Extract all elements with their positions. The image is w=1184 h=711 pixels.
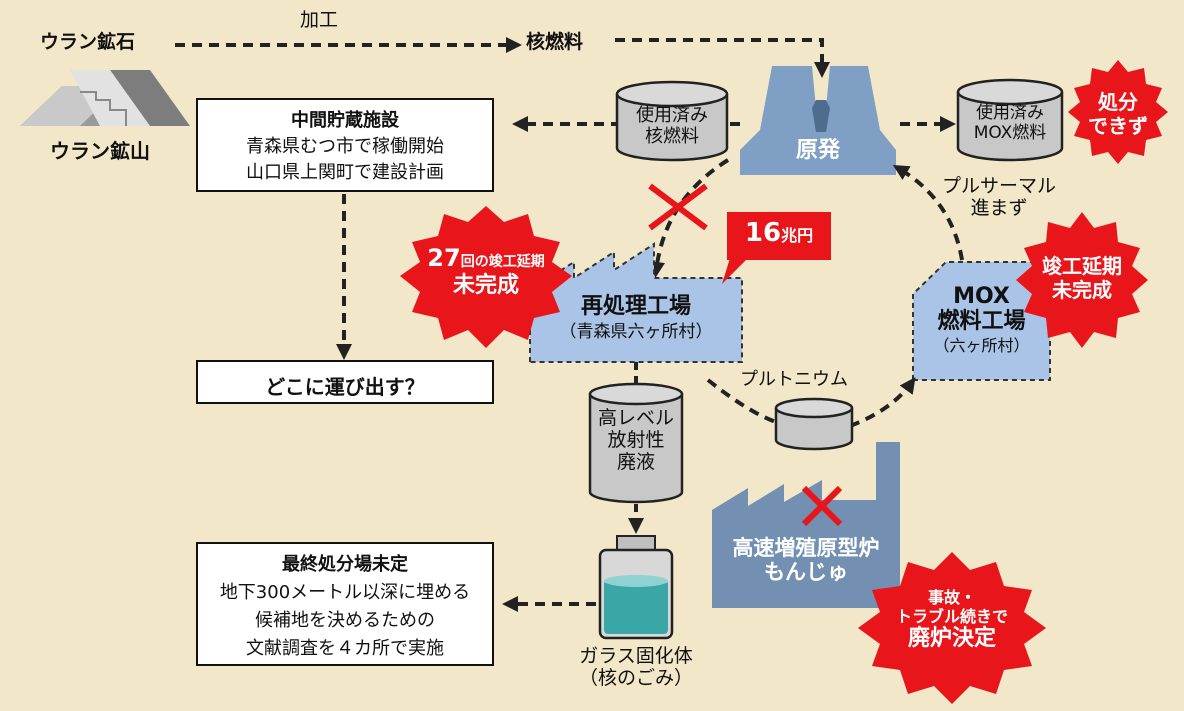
monju-cancel-x-icon	[801, 485, 843, 527]
final-disposal-title: 最終処分場未定	[282, 554, 408, 575]
spent-fuel-cask-icon	[615, 80, 729, 162]
monju-line1: 高速増殖原型炉	[732, 536, 880, 560]
final-disposal-line3: 文献調査を４カ所で実施	[246, 638, 444, 659]
spent-mox-cask-icon	[956, 78, 1064, 162]
spent-mox-line1: 使用済み	[976, 103, 1044, 123]
reprocessing-delay-label: 27回の竣工延期 未完成	[414, 244, 558, 299]
blocked-x-icon	[648, 183, 708, 231]
mox-delay-line2: 未完成	[1052, 278, 1112, 302]
nuclear-plant-label: 原発	[795, 138, 840, 163]
reprocessing-plant-building	[529, 242, 743, 363]
uranium-ore-label: ウラン鉱石	[40, 31, 136, 53]
reprocessing-delay-burst	[400, 206, 572, 348]
nuclear-fuel-label: 核燃料	[526, 31, 584, 53]
mox-plant-line1: MOX	[953, 284, 1010, 309]
where-to-label: どこに運び出す？	[265, 375, 425, 399]
spent-mox-line2: MOX燃料	[973, 122, 1047, 143]
reprocessing-plant-sub: （青森県六ヶ所村）	[559, 322, 713, 343]
plutonium-cask-icon	[774, 397, 854, 451]
spent-fuel-line1: 使用済み	[636, 105, 708, 126]
monju-label: 高速増殖原型炉 もんじゅ	[712, 536, 900, 584]
cost-unit: 兆円	[781, 226, 814, 245]
cannot-dispose-line2: できず	[1088, 114, 1148, 138]
glass-label: ガラス固化体 （核のごみ）	[556, 645, 716, 690]
hlw-cask-icon	[588, 382, 684, 504]
mox-plant-label: MOX 燃料工場 （六ヶ所村）	[913, 284, 1050, 355]
final-disposal-line1: 地下300メートル以深に埋める	[219, 582, 471, 603]
hlw-line1: 高レベル	[597, 407, 674, 429]
cannot-dispose-burst	[1068, 60, 1168, 164]
final-disposal-line2: 候補地を決めるための	[255, 610, 435, 631]
pluthermal-label: プルサーマル 進まず	[924, 175, 1074, 220]
mox-plant-line2: 燃料工場	[937, 309, 1026, 335]
decommission-line1: 事故・	[927, 588, 976, 607]
delay-status: 未完成	[452, 272, 519, 298]
mox-to-plant-arrow	[892, 164, 964, 261]
spent-fuel-line2: 核燃料	[645, 125, 699, 147]
cost-number: 16	[744, 218, 782, 248]
mox-plant-building	[912, 261, 1051, 381]
interim-storage-title: 中間貯蔵施設	[291, 110, 399, 131]
decommission-line2: トラブル続きで	[895, 607, 1008, 627]
reprocessing-plant-label: 再処理工場 （青森県六ヶ所村）	[530, 294, 742, 343]
mox-delay-label: 竣工延期 未完成	[1026, 254, 1138, 302]
hlw-label: 高レベル 放射性 廃液	[590, 407, 682, 474]
mox-delay-line1: 竣工延期	[1042, 254, 1122, 278]
pluthermal-line1: プルサーマル	[941, 175, 1056, 197]
cannot-dispose-line1: 処分	[1098, 90, 1138, 114]
final-disposal-box: 最終処分場未定 地下300メートル以深に埋める 候補地を決めるための 文献調査を…	[196, 542, 494, 666]
glass-line1: ガラス固化体	[579, 645, 693, 667]
hlw-line2: 放射性	[607, 428, 665, 451]
mox-delay-burst	[1016, 212, 1148, 348]
decommission-burst	[858, 552, 1046, 704]
pluthermal-line2: 進まず	[970, 196, 1028, 219]
cost-callout-box	[722, 212, 831, 284]
where-to-box: どこに運び出す？	[196, 360, 494, 404]
glass-canister-icon	[598, 535, 674, 640]
plutonium-to-mox-arrow	[849, 377, 916, 428]
hlw-line3: 廃液	[616, 450, 655, 473]
glass-line2: （核のごみ）	[578, 666, 693, 689]
cost-callout-label: 16兆円	[727, 218, 831, 249]
interim-storage-box: 中間貯蔵施設 青森県むつ市で稼働開始 山口県上関町で建設計画	[196, 98, 494, 192]
uranium-mine-icon	[20, 70, 190, 126]
processing-label: 加工	[300, 9, 339, 31]
uranium-mine-label: ウラン鉱山	[50, 139, 150, 163]
nuclear-plant-icon	[740, 66, 896, 175]
plutonium-label: プルトニウム	[740, 369, 848, 390]
delay-text: 回の竣工延期	[460, 254, 545, 270]
spent-fuel-label: 使用済み 核燃料	[617, 105, 727, 147]
reprocessing-plant-title: 再処理工場	[580, 294, 691, 319]
cannot-dispose-label: 処分 できず	[1074, 90, 1162, 138]
decommission-line3: 廃炉決定	[907, 626, 996, 652]
fuel-to-plant-arrow	[615, 38, 830, 78]
spent-mox-label: 使用済み MOX燃料	[958, 103, 1062, 143]
delay-count: 27	[427, 244, 461, 272]
mox-plant-sub: （六ヶ所村）	[933, 335, 1030, 355]
decommission-label: 事故・ トラブル続きで 廃炉決定	[862, 588, 1042, 653]
interim-storage-line2: 山口県上関町で建設計画	[246, 162, 444, 183]
monju-line2: もんじゅ	[764, 560, 848, 585]
interim-storage-line1: 青森県むつ市で稼働開始	[246, 136, 444, 157]
